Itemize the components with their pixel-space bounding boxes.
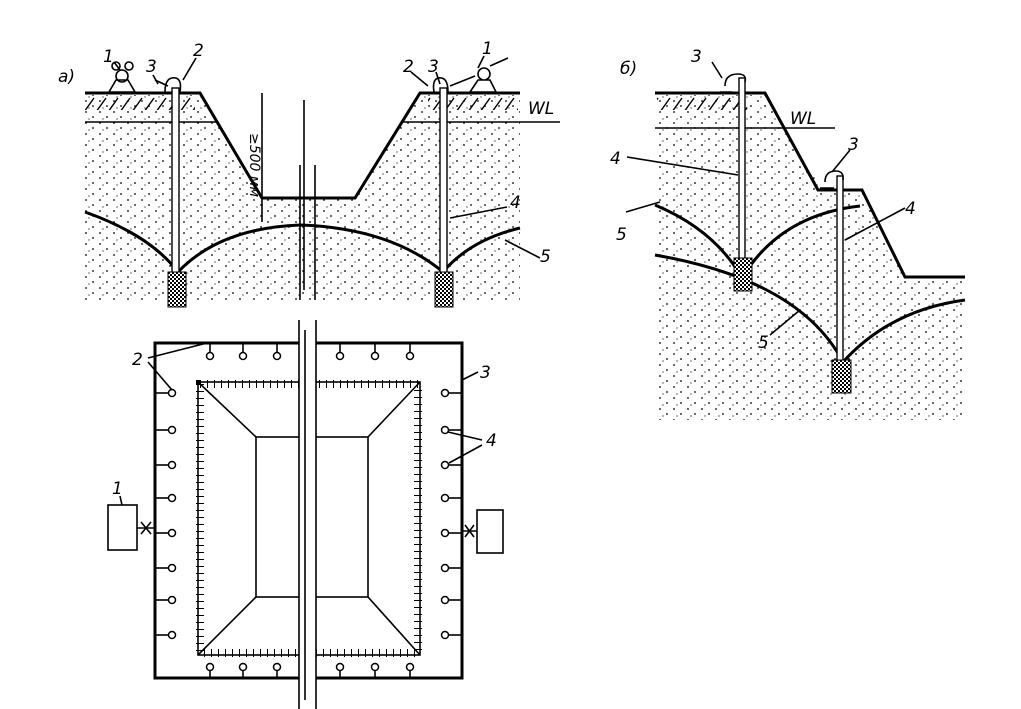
pump-right: [476, 509, 504, 554]
callout-2: 2: [193, 41, 204, 61]
wellpoint-icon: [167, 493, 177, 503]
soil-a: [85, 95, 520, 300]
callout-4: 4: [905, 199, 916, 219]
wellpoint-icon: [205, 351, 215, 361]
header-lower-icon: [820, 170, 844, 189]
pump-right-connector: [462, 524, 477, 538]
wellpoint-icon: [167, 595, 177, 605]
plan-view: 2 3 4 1: [107, 320, 504, 709]
pit-slopes: [197, 381, 421, 656]
wellpoint-icon: [440, 388, 450, 398]
callout-3: 3: [848, 135, 859, 155]
leaders-a: [113, 55, 541, 259]
callout-1: 1: [112, 479, 123, 499]
water-level-label: WL: [528, 99, 554, 119]
callout-3: 3: [480, 363, 491, 383]
soil-b: [655, 95, 965, 420]
section-b: б) 3 WL 4 3 4 5 5: [610, 47, 966, 420]
filter-upper: [733, 257, 753, 292]
wellpoint-icon: [335, 351, 345, 361]
wellpoint-icon: [440, 630, 450, 640]
wellpoint-icon: [205, 662, 215, 672]
leaders-b: [625, 61, 906, 336]
callout-2: 2: [132, 350, 143, 370]
wellpoint-icon: [440, 595, 450, 605]
filter-right: [434, 271, 454, 308]
wellpoint-icon: [440, 425, 450, 435]
filter-left: [167, 271, 187, 308]
callout-2: 2: [403, 57, 414, 77]
header-upper-icon: [720, 73, 747, 93]
wellpoint-icon: [167, 528, 177, 538]
callout-3: 3: [691, 47, 702, 67]
figure-b-label: б): [620, 59, 637, 79]
callout-5: 5: [616, 225, 627, 245]
callout-4: 4: [510, 193, 521, 213]
wellpoint-icon: [440, 563, 450, 573]
wellpoint-icon: [370, 351, 380, 361]
figure-a-label: а): [58, 67, 75, 87]
callout-5: 5: [540, 247, 551, 267]
wellpoint-icon: [272, 662, 282, 672]
topsoil-hatch-left: [85, 96, 195, 110]
section-a: ≥500 мм а) 1 3 2 2 3 1 WL 4 5: [58, 39, 560, 308]
wellpoint-icon: [238, 351, 248, 361]
pump-left-connector: [137, 521, 155, 535]
pipe-lower: [836, 175, 844, 363]
well-pipe-left: [171, 87, 180, 275]
wellpoint-icon: [370, 662, 380, 672]
wellpoint-icon: [167, 563, 177, 573]
pipe-upper: [738, 77, 746, 261]
wellpoint-icon: [440, 460, 450, 470]
wellpoint-icon: [405, 351, 415, 361]
wellpoint-icon: [440, 528, 450, 538]
pump-left: [107, 504, 138, 551]
topsoil-hatch-right: [428, 96, 518, 110]
wellpoint-icon: [238, 662, 248, 672]
callout-1: 1: [103, 47, 114, 67]
wellpoint-icon: [405, 662, 415, 672]
pump-right-icon: [449, 57, 509, 93]
wellpoint-icon: [167, 388, 177, 398]
ground-surface-a: [85, 91, 520, 200]
callout-4: 4: [486, 431, 497, 451]
callout-3: 3: [146, 57, 157, 77]
topsoil-hatch-b: [657, 96, 747, 110]
dimension-label: ≥500 мм: [246, 133, 262, 197]
callout-1: 1: [482, 39, 493, 59]
wellpoint-icon: [167, 460, 177, 470]
callout-4: 4: [610, 149, 621, 169]
filter-lower: [831, 359, 852, 394]
well-pipe-right: [439, 87, 448, 275]
callout-3: 3: [428, 57, 439, 77]
wellpoint-icon: [167, 425, 177, 435]
leaders-plan: [119, 342, 483, 506]
wellpoint-icon: [167, 630, 177, 640]
water-level-label: WL: [790, 109, 816, 129]
wellpoints: [155, 343, 462, 678]
callout-5: 5: [758, 333, 769, 353]
wellpoint-icon: [440, 493, 450, 503]
pump-left-icon: [107, 69, 169, 93]
center-pipe-a: [299, 100, 316, 300]
wellpoint-icon: [335, 662, 345, 672]
wellpoint-icon: [272, 351, 282, 361]
